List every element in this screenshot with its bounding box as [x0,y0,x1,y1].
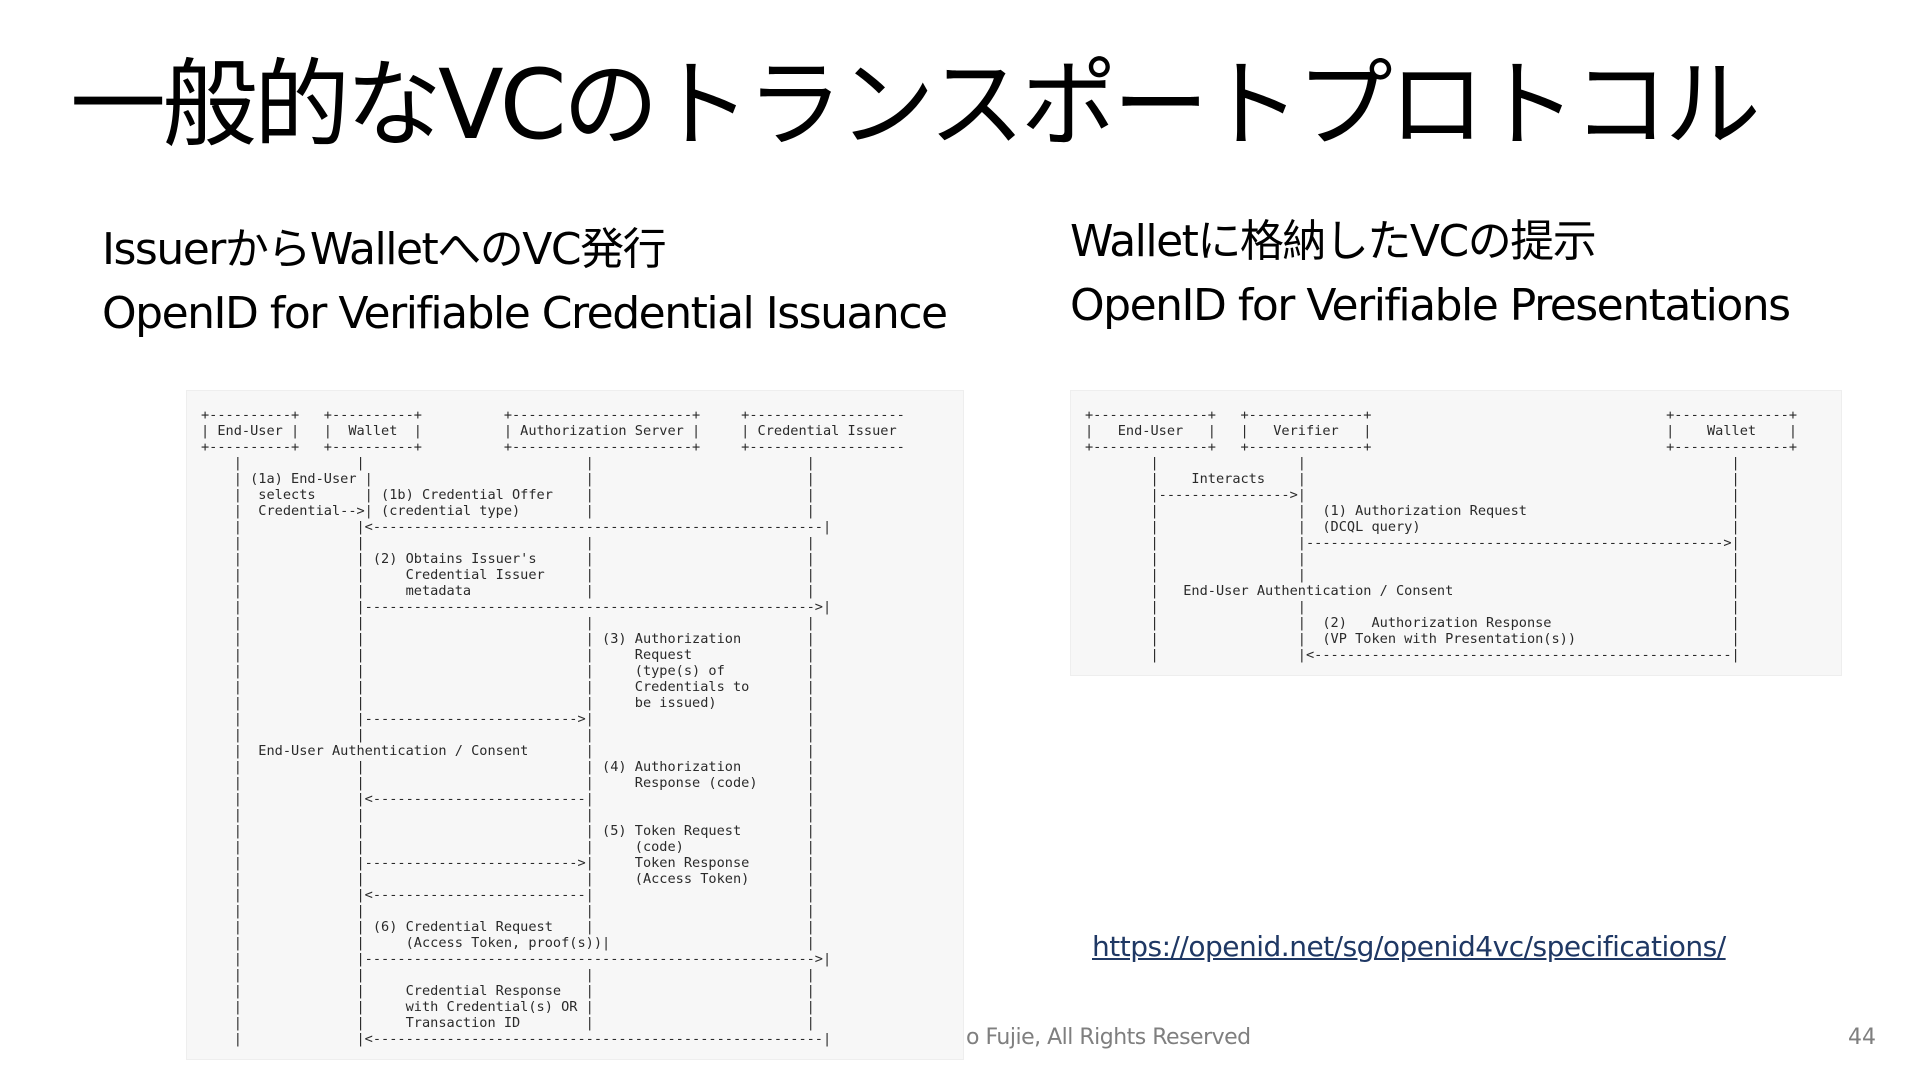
issuance-heading: IssuerからWalletへのVC発行 OpenID for Verifiab… [102,218,948,346]
presentation-heading-ja: Walletに格納したVCの提示 [1070,216,1597,267]
presentation-heading: Walletに格納したVCの提示 OpenID for Verifiable P… [1070,210,1791,338]
issuance-diagram-text: +----------+ +----------+ +-------------… [201,407,905,1047]
presentation-heading-en: OpenID for Verifiable Presentations [1070,280,1791,331]
slide-title: 一般的なVCのトランスポートプロトコル [70,49,1761,161]
issuance-sequence-diagram: +----------+ +----------+ +-------------… [186,390,964,1060]
footer-copyright: o Fujie, All Rights Reserved [966,1025,1251,1050]
issuance-heading-en: OpenID for Verifiable Credential Issuanc… [102,288,948,339]
presentation-diagram-text: +--------------+ +--------------+ +-----… [1085,407,1798,663]
presentation-sequence-diagram: +--------------+ +--------------+ +-----… [1070,390,1842,676]
page-number: 44 [1848,1025,1876,1050]
issuance-heading-ja: IssuerからWalletへのVC発行 [102,224,667,275]
specifications-link[interactable]: https://openid.net/sg/openid4vc/specific… [1092,930,1726,963]
